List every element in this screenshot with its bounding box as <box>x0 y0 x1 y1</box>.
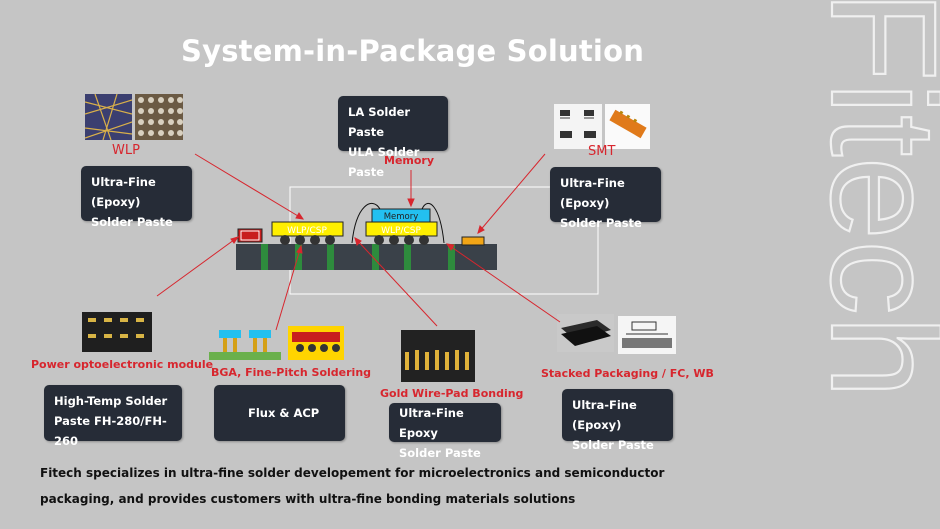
power-module-image <box>82 312 152 352</box>
memory-paste-line-2: ULA Solder Paste <box>348 145 420 179</box>
diagram-frame <box>289 186 599 295</box>
page-title: System-in-Package Solution <box>181 34 645 68</box>
footer-line-1: Fitech specializes in ultra-fine solder … <box>40 466 665 480</box>
power-module-label: Power optoelectronic module <box>31 358 214 371</box>
bga-image-2 <box>288 326 344 360</box>
memory-chip-label: Memory <box>384 212 419 222</box>
footer-line-2: packaging, and provides customers with u… <box>40 492 576 506</box>
fitech-watermark: Fitech <box>760 0 940 529</box>
goldwire-epoxy-box: Ultra-Fine Epoxy Solder Paste <box>389 403 501 460</box>
power-component <box>237 228 263 243</box>
stacked-paste-line-1: Ultra-Fine (Epoxy) <box>572 398 637 432</box>
substrate-vias <box>261 244 455 270</box>
stacked-paste-box: Ultra-Fine (Epoxy) Solder Paste <box>562 389 673 452</box>
wlp-chip-left-label: WLP/CSP <box>287 226 327 236</box>
wlp-image-1 <box>85 94 132 140</box>
smt-paste-line-2: Solder Paste <box>560 216 642 230</box>
wlp-paste-line-2: Solder Paste <box>91 215 173 229</box>
goldwire-label: Gold Wire-Pad Bonding <box>380 387 524 400</box>
bond-wire-left <box>351 203 381 244</box>
smt-image-2 <box>605 104 650 149</box>
wlp-left-balls <box>280 235 335 245</box>
footer-description: Fitech specializes in ultra-fine solder … <box>40 460 740 512</box>
flux-box: Flux & ACP <box>214 385 345 441</box>
smt-image-1 <box>554 104 602 149</box>
smt-paste-line-1: Ultra-Fine (Epoxy) <box>560 176 625 210</box>
hightemp-paste-box: High-Temp Solder Paste FH-280/FH-260 <box>44 385 182 448</box>
wlp-chip-left <box>271 221 344 237</box>
callout-arrows <box>156 153 561 331</box>
bga-image-1 <box>209 326 281 360</box>
stacked-image-1 <box>557 314 614 352</box>
wlp-image-2 <box>135 94 183 140</box>
wlp-label: WLP <box>112 143 140 158</box>
wlp-chip-right <box>365 221 438 237</box>
memory-label: Memory <box>384 154 435 167</box>
bga-label: BGA, Fine-Pitch Soldering <box>211 366 372 379</box>
hightemp-paste-line-1: High-Temp Solder <box>54 394 168 408</box>
goldwire-epoxy-line-1: Ultra-Fine Epoxy <box>399 406 464 440</box>
goldwire-image <box>401 330 475 382</box>
smt-component <box>461 236 485 246</box>
watermark-text: Fitech <box>800 0 940 398</box>
wlp-right-balls <box>374 235 429 245</box>
wlp-chip-right-label: WLP/CSP <box>381 226 421 236</box>
stacked-label: Stacked Packaging / FC, WB <box>541 367 714 380</box>
smt-paste-box: Ultra-Fine (Epoxy) Solder Paste <box>550 167 661 230</box>
substrate <box>236 244 497 270</box>
stacked-paste-line-2: Solder Paste <box>572 438 654 452</box>
flux-line-1: Flux & ACP <box>248 406 320 420</box>
wlp-paste-line-1: Ultra-Fine (Epoxy) <box>91 175 156 209</box>
memory-paste-box: LA Solder Paste ULA Solder Paste <box>338 96 448 179</box>
wlp-paste-box: Ultra-Fine (Epoxy) Solder Paste <box>81 166 192 229</box>
smt-label: SMT <box>588 144 616 159</box>
goldwire-epoxy-line-2: Solder Paste <box>399 446 481 460</box>
stacked-image-2 <box>618 316 676 354</box>
memory-paste-line-1: LA Solder Paste <box>348 105 411 139</box>
hightemp-paste-line-2: Paste FH-280/FH-260 <box>54 414 167 448</box>
bond-wire-right <box>421 203 445 244</box>
